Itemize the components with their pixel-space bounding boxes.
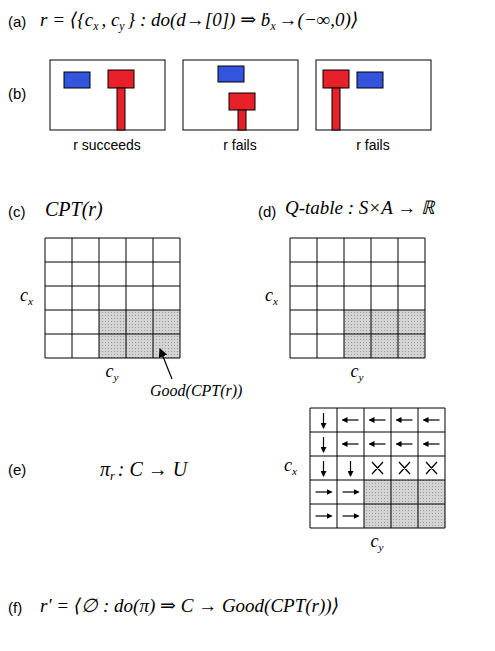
panel-letter-text: (a)	[8, 13, 26, 30]
policy-formula: πr: C → U	[100, 458, 187, 484]
panel-letter: (d)	[258, 204, 276, 221]
subscript: y	[379, 541, 384, 553]
scene-caption: r succeeds	[73, 138, 141, 153]
panel-title-text: CPT(r)	[45, 198, 103, 220]
panel-letter-text: (b)	[8, 85, 26, 102]
policy-formula-text: : C → U	[118, 458, 187, 480]
panel-letter-text: (c)	[8, 203, 26, 220]
subscript: x	[93, 20, 98, 33]
region-label: Good(CPT(r))	[150, 382, 242, 400]
panel-letter-text: (d)	[258, 203, 276, 220]
axis-label: cy	[351, 362, 364, 383]
axis-label-text: c	[106, 361, 114, 381]
policy-formula-text: π	[100, 458, 110, 480]
cpt-grid	[45, 238, 180, 358]
scene-fail-above	[183, 60, 298, 130]
scene-fail-right	[316, 60, 431, 130]
policy-arrows	[316, 413, 440, 516]
subscript: y	[359, 371, 364, 383]
axis-label: cx	[284, 456, 297, 477]
panel-title: Q-table : S×A → ℝ	[285, 198, 435, 219]
scene-caption-text: r fails	[223, 137, 256, 153]
rule-formula: r′ = ⟨∅ : do(π) ⇒ C → Good(CPT(r))⟩	[40, 596, 339, 617]
subscript: x	[28, 295, 33, 307]
panel-letter: (a)	[8, 14, 26, 31]
leader-arrow	[160, 349, 172, 379]
panel-letter: (b)	[8, 86, 26, 103]
scene-caption-text: r succeeds	[73, 137, 141, 153]
scene-caption: r fails	[223, 138, 256, 153]
rule-formula-text: r = ⟨{c	[40, 9, 93, 30]
axis-label: cx	[20, 286, 33, 307]
axis-label: cy	[371, 532, 384, 553]
scene-caption-text: r fails	[356, 137, 389, 153]
rule-formula: r = ⟨{cx, cy} : do(d→[0]) ⇒ ḃx→(−∞,0)⟩	[40, 10, 358, 34]
axis-label-text: c	[351, 361, 359, 381]
axis-label: cx	[265, 286, 278, 307]
policy-grid	[310, 408, 445, 528]
axis-label-text: c	[20, 285, 28, 305]
axis-label-text: c	[265, 285, 273, 305]
axis-label-text: c	[371, 531, 379, 551]
rule-formula-text: } : do(d→[0]) ⇒ ḃ	[128, 9, 271, 30]
region-label-text: Good(CPT(r))	[150, 382, 242, 399]
subscript: r	[110, 469, 115, 483]
rule-formula-text: , c	[101, 9, 119, 30]
axis-label-text: c	[284, 455, 292, 475]
rule-formula-text: r′ = ⟨∅ : do(π) ⇒ C → Good(CPT(r))⟩	[40, 595, 339, 616]
rule-formula-text: →(−∞,0)⟩	[279, 9, 359, 30]
subscript: x	[292, 465, 297, 477]
subscript: x	[270, 20, 275, 33]
q-table-grid	[290, 238, 425, 358]
panel-letter-text: (f)	[8, 599, 22, 616]
panel-letter: (f)	[8, 600, 22, 617]
panel-title: CPT(r)	[45, 198, 103, 220]
subscript: y	[119, 20, 124, 33]
panel-letter: (e)	[8, 462, 26, 479]
panel-title-text: Q-table : S×A → ℝ	[285, 197, 435, 218]
subscript: x	[273, 295, 278, 307]
scene-success	[50, 60, 165, 130]
subscript: y	[114, 371, 119, 383]
panel-letter-text: (e)	[8, 461, 26, 478]
scene-caption: r fails	[356, 138, 389, 153]
panel-letter: (c)	[8, 204, 26, 221]
axis-label: cy	[106, 362, 119, 383]
